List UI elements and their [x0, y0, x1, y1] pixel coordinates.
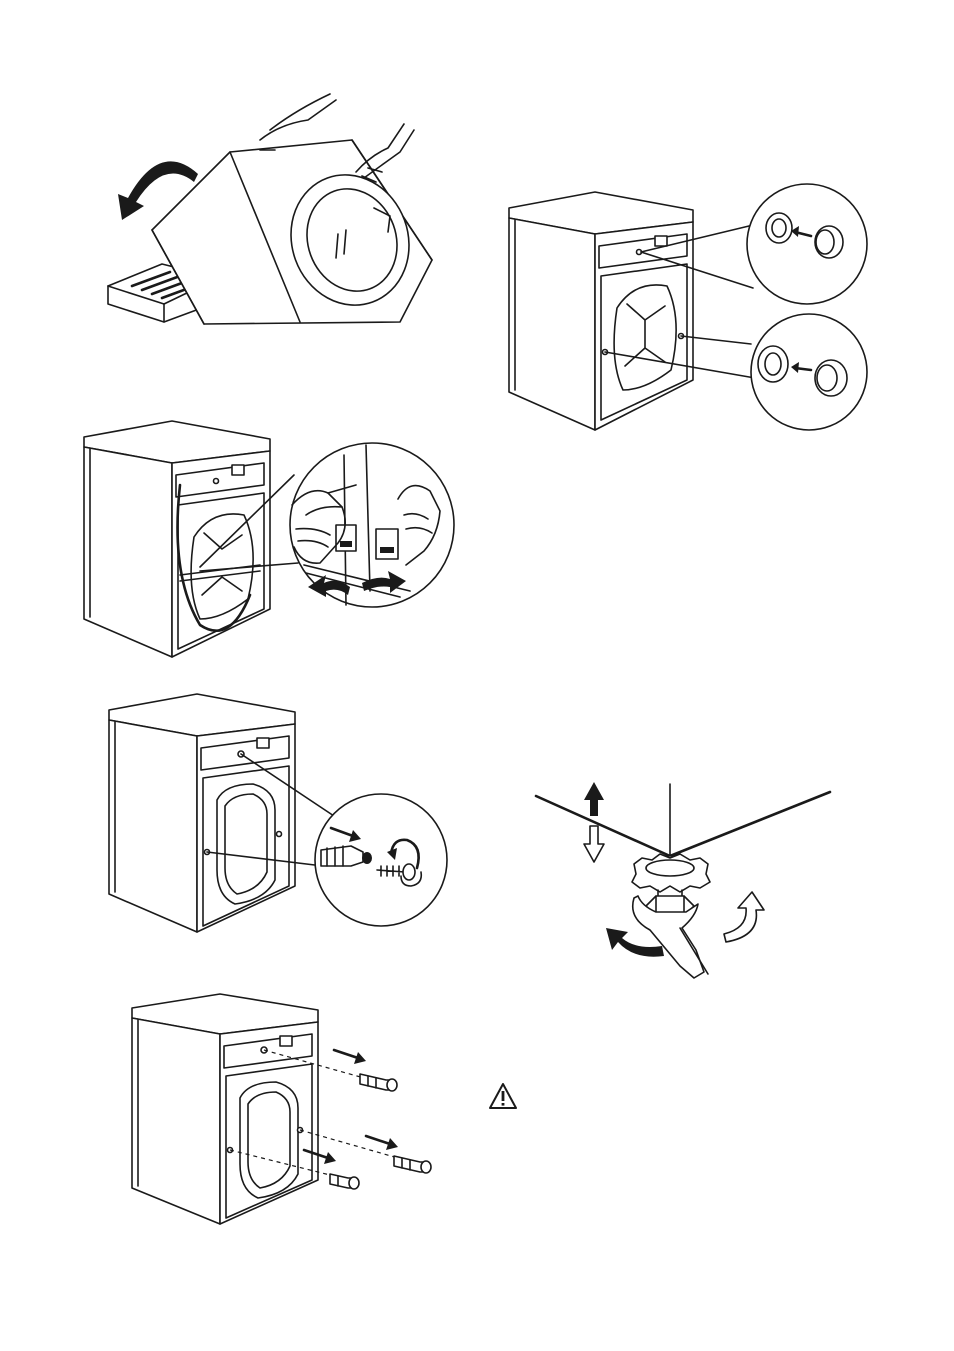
up-arrow-icon — [584, 782, 604, 816]
machine-base-corner — [536, 784, 830, 856]
figure-tilt-machine — [100, 90, 450, 330]
figure-release-hose — [80, 415, 460, 660]
figure-unscrew-bolts — [105, 690, 455, 935]
washing-machine-tilted — [152, 140, 432, 324]
figure-insert-caps — [505, 180, 870, 435]
figure-remove-bolts — [128, 990, 438, 1225]
warning-triangle-icon — [488, 1082, 518, 1110]
down-arrow-icon — [584, 826, 604, 862]
washing-machine-rear — [509, 192, 693, 430]
figure-adjust-foot — [530, 778, 840, 988]
bolt-icon — [330, 1074, 431, 1189]
washing-machine-rear — [109, 694, 295, 932]
washing-machine-rear — [84, 421, 270, 657]
washing-machine-rear — [132, 994, 318, 1224]
